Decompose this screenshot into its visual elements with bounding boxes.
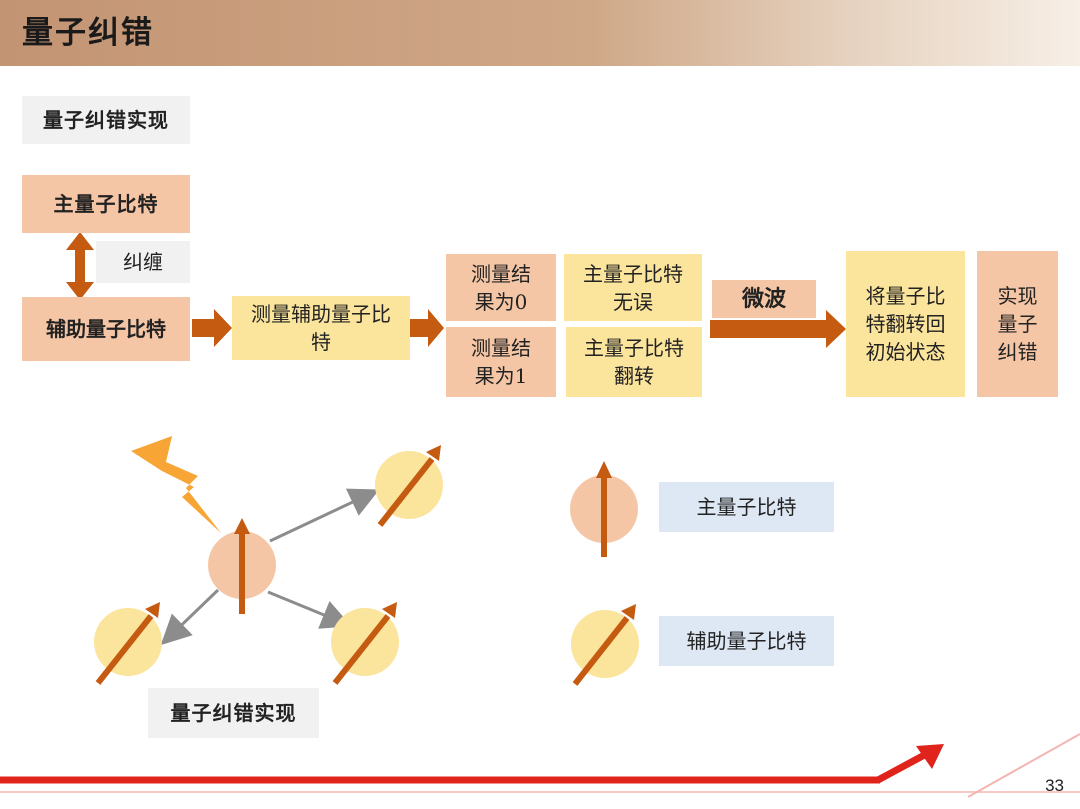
header-bar — [0, 0, 1080, 66]
flow-arrow-2 — [410, 309, 444, 347]
connector-arrow-lower-left — [160, 588, 220, 646]
restore-box: 将量子比特翻转回初始状态 — [846, 251, 965, 397]
result-0-box: 测量结果为0 — [446, 254, 556, 321]
legend-aux-label: 辅助量子比特 — [659, 616, 834, 666]
section-label: 量子纠错实现 — [22, 96, 190, 144]
main-qubit-center-icon — [208, 518, 276, 614]
microwave-arrow — [710, 310, 846, 348]
result-1-box: 测量结果为1 — [446, 327, 556, 397]
entangle-label: 纠缠 — [96, 241, 190, 283]
aux-qubit-box: 辅助量子比特 — [22, 297, 190, 361]
flipped-box: 主量子比特翻转 — [566, 327, 702, 397]
flow-arrow-1 — [192, 309, 232, 347]
entangle-arrow — [66, 232, 94, 300]
aux-qubit-bottom-left-icon — [94, 602, 162, 685]
page-number: 33 — [1045, 776, 1064, 795]
no-error-box: 主量子比特无误 — [564, 254, 702, 321]
legend-main-qubit-icon — [570, 461, 638, 557]
measure-aux-box: 测量辅助量子比特 — [232, 296, 410, 360]
main-qubit-box: 主量子比特 — [22, 175, 190, 233]
connector-arrow-upper-right — [269, 488, 380, 543]
connector-arrow-lower-right — [267, 590, 352, 629]
achieve-correction-box: 实现量子纠错 — [977, 251, 1058, 397]
slide-title: 量子纠错 — [22, 15, 154, 51]
aux-qubit-top-right-icon — [375, 445, 443, 527]
footer-decoration — [0, 733, 1080, 798]
illustration-caption: 量子纠错实现 — [148, 688, 319, 738]
lightning-icon — [131, 436, 221, 533]
aux-qubit-bottom-right-icon — [331, 602, 399, 685]
legend-main-label: 主量子比特 — [659, 482, 834, 532]
microwave-label: 微波 — [712, 280, 816, 318]
legend-aux-qubit-icon — [571, 604, 639, 686]
